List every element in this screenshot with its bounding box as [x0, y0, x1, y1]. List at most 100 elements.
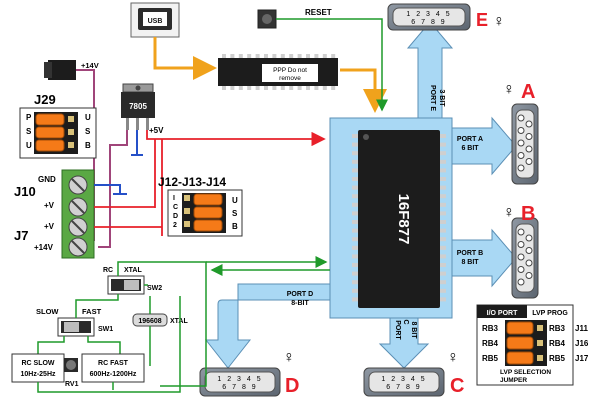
chip-pin: [352, 202, 358, 207]
chip-pin: [352, 297, 358, 302]
j29-label: J29: [34, 92, 56, 107]
chip-pin: [440, 271, 446, 276]
db9-pin: [517, 152, 525, 159]
conn-d-pins-bottom: 6 7 8 9: [222, 384, 257, 391]
ppp-pin: [272, 54, 277, 58]
j16-label: J16: [575, 339, 589, 348]
ppp-chip: PPP Do not remove: [218, 54, 338, 90]
conn-e-pins-top: 1 2 3 4 5: [406, 11, 451, 18]
connector-a: [511, 103, 539, 185]
svg-text:S: S: [85, 127, 91, 136]
lvp-jumper-label: JUMPER: [500, 377, 527, 384]
ppp-pin: [247, 54, 252, 58]
chip-pin: [440, 263, 446, 267]
svg-text:U: U: [26, 141, 32, 150]
sw1-label: SW1: [98, 326, 113, 333]
connector-d-letter: D: [285, 375, 299, 397]
pic-16f877-chip: 16F877: [352, 130, 446, 308]
port-a-arrow: [451, 116, 517, 176]
j7-plus-v-label: +V: [44, 222, 55, 231]
ppp-pin: [322, 86, 327, 90]
ppp-pin: [306, 54, 310, 58]
port-c-label: PORT: [394, 320, 401, 340]
j11-label: J11: [575, 324, 588, 333]
svg-text:RB5: RB5: [549, 354, 566, 363]
j17-label: J17: [575, 354, 589, 363]
ppp-pin: [255, 86, 260, 90]
db9-pin: [525, 133, 533, 140]
svg-text:B: B: [232, 222, 238, 231]
connector-a-letter: A: [521, 81, 535, 103]
chip-pin: [352, 185, 358, 190]
port-b-label: PORT B: [457, 250, 483, 257]
port-c-arrow: [378, 317, 430, 369]
chip-pin: [440, 168, 446, 173]
db9-pin: [517, 241, 525, 248]
chip-pin: [440, 245, 446, 250]
db9-pin: [517, 164, 525, 172]
connector-c: 1 2 3 4 5 6 7 8 9: [363, 367, 445, 397]
ppp-pin: [222, 86, 226, 90]
connector-d: 1 2 3 4 5 6 7 8 9: [199, 367, 281, 397]
chip-pin: [440, 134, 446, 138]
reset-button: [257, 9, 277, 29]
db9-pin: [517, 278, 525, 286]
db9-pin: [525, 272, 533, 279]
svg-text:S: S: [232, 209, 238, 218]
db9-pin: [517, 228, 525, 236]
sw1-slow-label: SLOW: [36, 307, 59, 316]
svg-text:RB5: RB5: [482, 354, 499, 363]
svg-text:RC FAST: RC FAST: [98, 360, 129, 367]
ppp-pin: [238, 54, 243, 58]
sw1-switch: [57, 317, 95, 337]
chip-pin: [352, 151, 358, 156]
ppp-pin: [230, 54, 235, 58]
chip-pin: [352, 280, 358, 285]
sw2-switch: [107, 275, 145, 295]
ppp-pin: [322, 54, 327, 58]
connector-b-female-icon: ♀: [503, 204, 515, 221]
chip-pin: [440, 177, 446, 181]
port-b-arrow: [451, 228, 517, 288]
chip-pin: [440, 202, 446, 207]
port-a-label: PORT A: [457, 136, 483, 143]
db9-pin: [525, 158, 533, 165]
connector-b: [511, 217, 539, 299]
ppp-pin: [280, 86, 285, 90]
usb-connector: USB: [130, 2, 180, 38]
chip-pin: [352, 211, 358, 216]
ppp-pin: [289, 86, 294, 90]
chip-pin: [352, 254, 358, 259]
chip-pin: [352, 271, 358, 276]
j7-label: J7: [14, 228, 28, 243]
rc-fast-box: RC FAST 600Hz-1200Hz: [81, 353, 145, 383]
db9-pin: [517, 139, 525, 147]
gnd-label: GND: [38, 175, 56, 184]
svg-text:RC SLOW: RC SLOW: [21, 360, 54, 367]
chip-pin: [440, 280, 446, 285]
chip-pin: [440, 211, 446, 216]
chip-pin: [352, 134, 358, 138]
rv1-potentiometer: [64, 358, 78, 372]
chip-label: 16F877: [395, 194, 412, 245]
ppp-pin: [306, 86, 310, 90]
ppp-pin: [264, 86, 268, 90]
lvp-selection-label: LVP SELECTION: [500, 369, 551, 376]
chip-pin: [352, 228, 358, 233]
power-jack-label: +14V: [81, 61, 99, 70]
conn-c-pins-top: 1 2 3 4 5: [381, 376, 426, 383]
connector-e-female-icon: ♀: [493, 13, 505, 30]
chip-pin: [352, 142, 358, 147]
j12-j13-j14-jumper: I C D 2 U S B: [167, 189, 243, 237]
sw2-xtal-label: XTAL: [124, 267, 142, 274]
conn-d-pins-top: 1 2 3 4 5: [217, 376, 262, 383]
chip-pin: [352, 263, 358, 267]
j12-j13-j14-label: J12-J13-J14: [158, 175, 226, 189]
svg-text:P: P: [26, 113, 32, 122]
svg-text:B: B: [85, 141, 91, 150]
chip-pin: [352, 168, 358, 173]
io-port-header: I/O PORT: [487, 310, 518, 317]
sw1-fast-label: FAST: [82, 307, 102, 316]
